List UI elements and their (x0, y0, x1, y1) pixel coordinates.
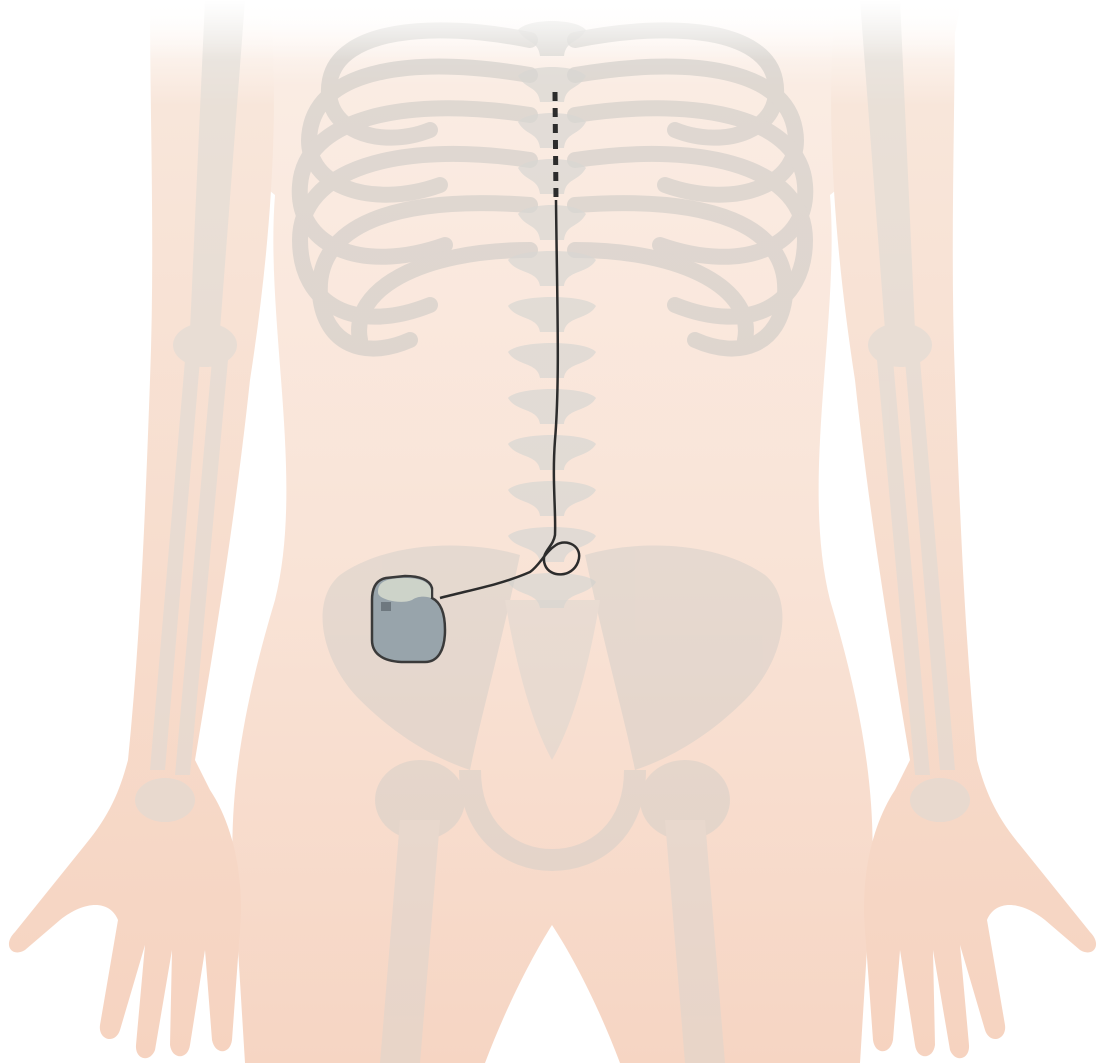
right-arm (831, 0, 1096, 1058)
right-wrist-joint (910, 778, 970, 822)
right-arm-skin (831, 0, 1096, 1058)
top-fade (0, 0, 1105, 60)
left-arm-skin (9, 0, 274, 1058)
left-arm (9, 0, 274, 1058)
generator-port (381, 602, 391, 611)
left-wrist-joint (135, 778, 195, 822)
